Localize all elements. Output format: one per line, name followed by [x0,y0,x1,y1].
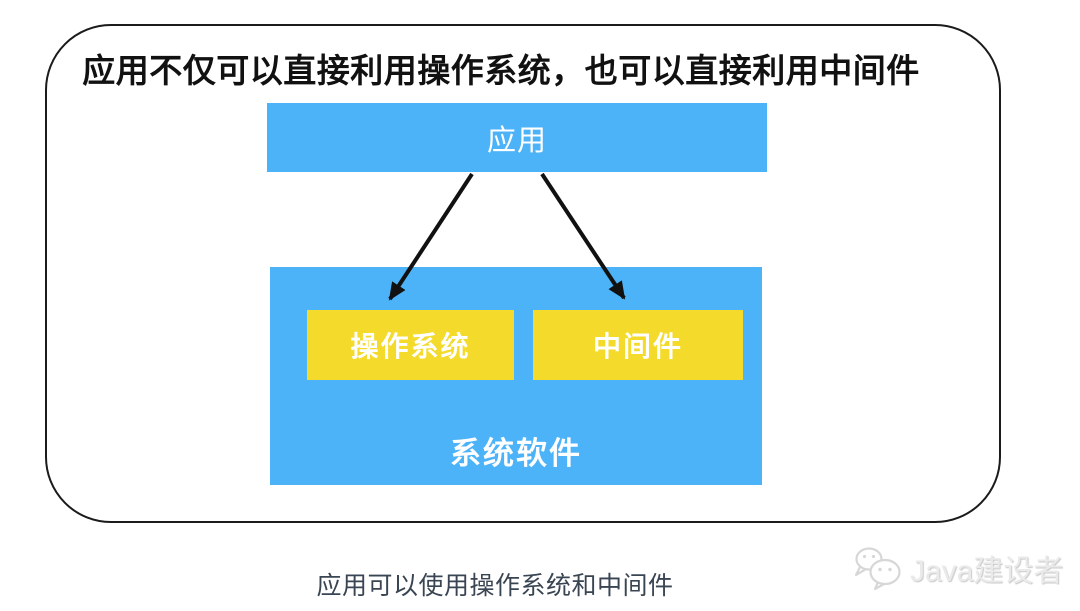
middleware-node-label: 中间件 [592,331,683,362]
diagram-caption: 应用可以使用操作系统和中间件 [316,572,674,600]
watermark-label: Java建设者 [910,555,1064,588]
middleware-node: 中间件 [533,310,743,380]
app-node-label: 应用 [486,124,547,157]
system-software-node: 操作系统 中间件 系统软件 [270,267,762,485]
watermark: Java建设者 [852,544,1063,592]
system-software-label: 系统软件 [450,436,582,471]
diagram-title: 应用不仅可以直接利用操作系统，也可以直接利用中间件 [82,52,920,89]
os-node-label: 操作系统 [350,331,471,362]
app-node: 应用 [267,103,767,172]
os-node: 操作系统 [307,310,514,380]
wechat-icon [854,547,901,591]
